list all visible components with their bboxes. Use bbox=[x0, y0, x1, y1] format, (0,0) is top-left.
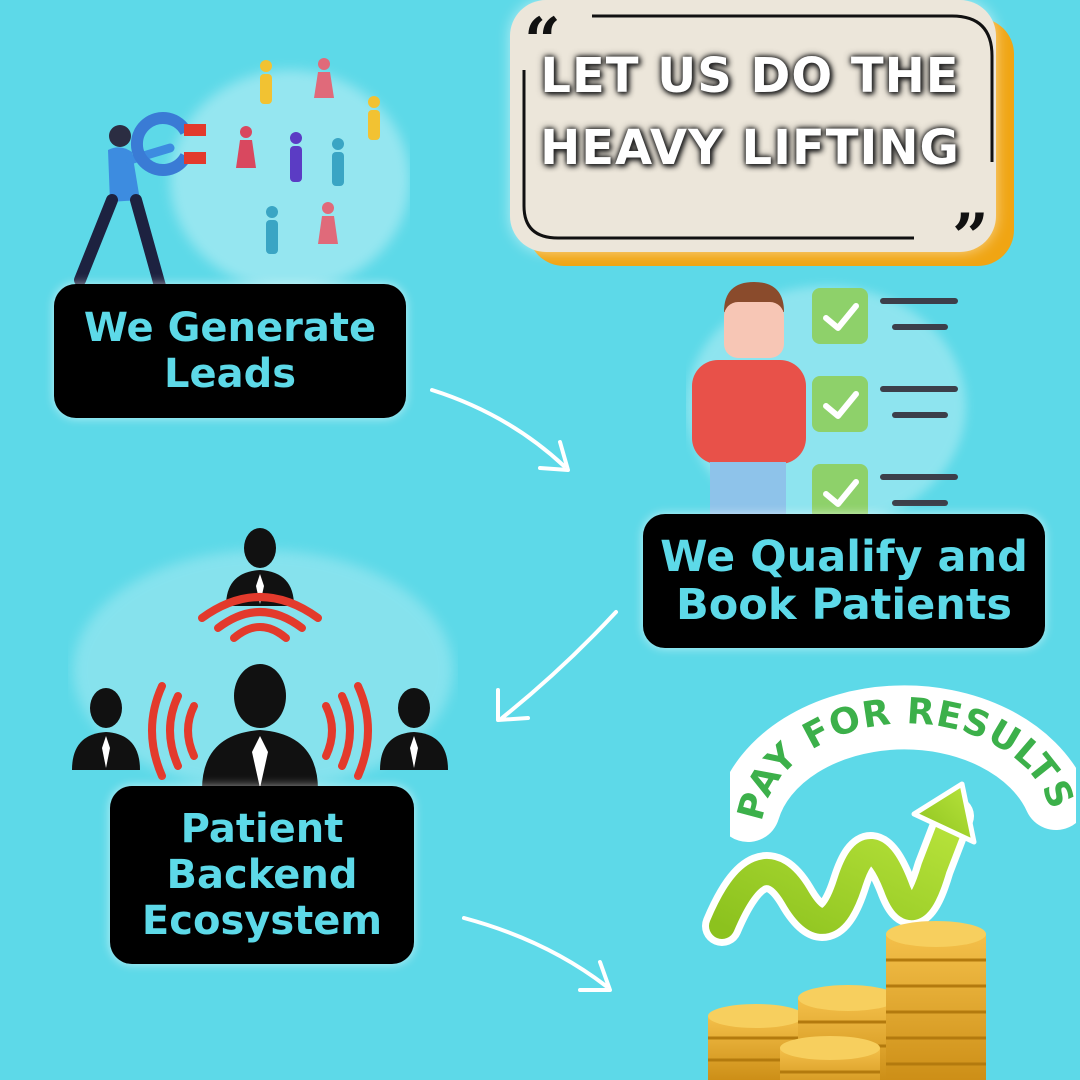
network-people-icon bbox=[72, 528, 453, 790]
step-label-qualify-book: We Qualify and Book Patients bbox=[643, 514, 1045, 648]
close-quote-mark: ” bbox=[952, 200, 989, 275]
arrow-right-down-icon bbox=[430, 388, 570, 472]
step-label-line: Leads bbox=[163, 351, 297, 397]
step-label-line: Backend bbox=[166, 852, 358, 898]
magnet-leads-icon bbox=[74, 58, 410, 292]
open-quote-mark: “ bbox=[524, 4, 561, 79]
pay-for-results-badge: PAY FOR RESULTS bbox=[730, 685, 1076, 842]
step-label-line: Patient bbox=[180, 806, 344, 852]
quote-box bbox=[510, 0, 996, 252]
step-label-line: Ecosystem bbox=[141, 898, 383, 944]
step-label-line: We Qualify and bbox=[660, 532, 1028, 582]
arrow-left-down-icon bbox=[496, 610, 618, 722]
step-label-line: Book Patients bbox=[675, 580, 1013, 630]
step-label-line: We Generate bbox=[83, 305, 377, 351]
growth-coins-icon bbox=[702, 781, 986, 1080]
quote-line-2: HEAVY LIFTING bbox=[540, 120, 960, 176]
step-label-generate-leads: We Generate Leads bbox=[54, 284, 406, 418]
quote-text: LET US DO THE HEAVY LIFTING bbox=[520, 40, 980, 184]
arrow-right-down-icon bbox=[462, 916, 612, 992]
quote-line-1: LET US DO THE bbox=[540, 48, 960, 104]
quote-frame-lines bbox=[522, 14, 994, 240]
checklist-person-icon bbox=[686, 282, 966, 526]
step-label-backend-ecosystem: Patient Backend Ecosystem bbox=[110, 786, 414, 964]
